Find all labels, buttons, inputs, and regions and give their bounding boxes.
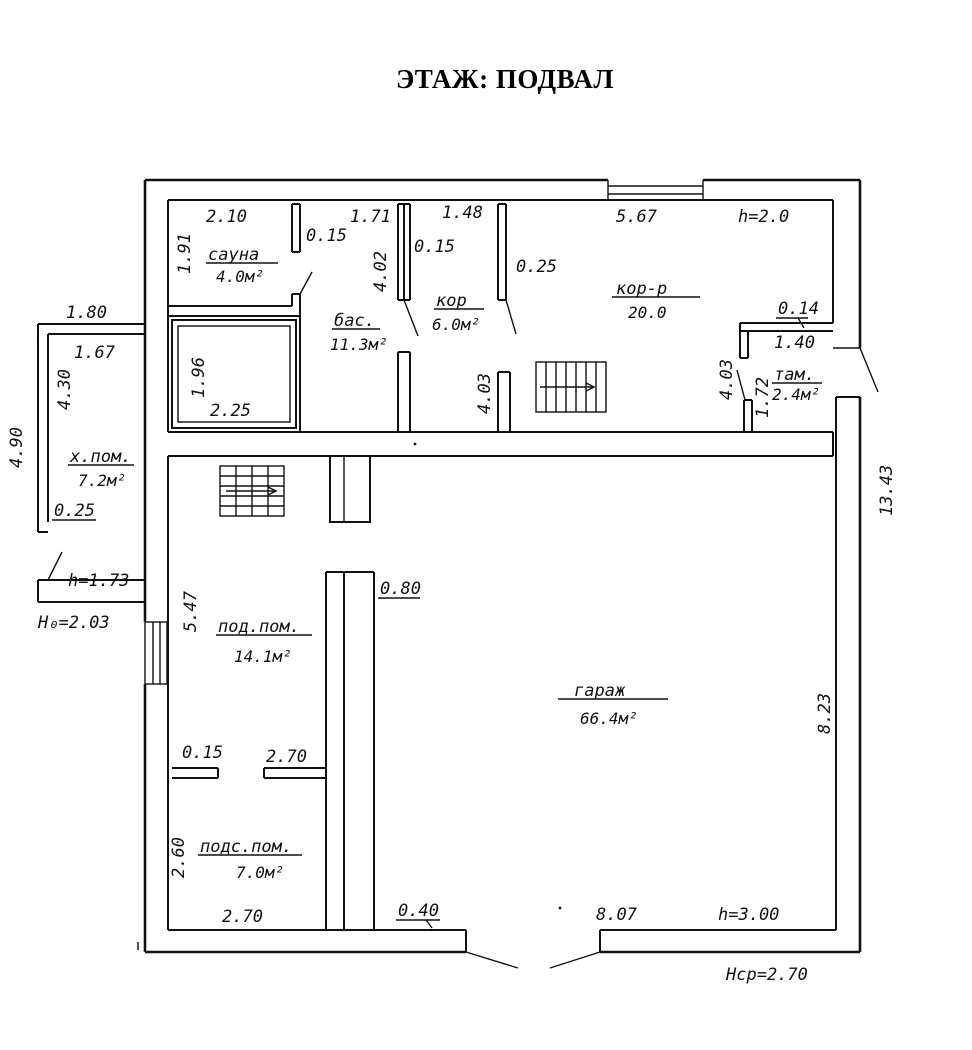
dim-h0-2-03: H₀=2.03 <box>37 613 110 633</box>
top-window <box>607 180 704 200</box>
room-area-utility: 7.0м² <box>236 863 284 882</box>
room-name-underground: под.пом. <box>218 617 300 637</box>
dim-h-3-00: h=3.00 <box>718 905 779 925</box>
dim-1-91: 1.91 <box>175 233 195 274</box>
dim-13-43: 13.43 <box>877 465 897 516</box>
dim-4-30: 4.30 <box>55 369 75 410</box>
dim-0-25a: 0.25 <box>516 257 557 277</box>
dim-2-70b: 2.70 <box>222 907 263 927</box>
dimension-labels: 2.10 1.91 0.15 1.71 4.02 0.15 1.48 0.25 … <box>7 203 897 985</box>
dim-5-67: 5.67 <box>616 207 658 227</box>
dim-2-10: 2.10 <box>206 207 247 227</box>
dim-4-03a: 4.03 <box>717 359 737 400</box>
room-area-storage: 7.2м² <box>78 471 126 490</box>
room-name-storage: х.пом. <box>69 447 131 467</box>
room-name-garage: гараж <box>574 681 626 701</box>
dim-0-40: 0.40 <box>398 901 439 921</box>
room-name-corridor: кор-р <box>616 279 667 299</box>
dim-1-71: 1.71 <box>350 207 391 227</box>
dim-2-25: 2.25 <box>210 401 251 421</box>
lower-partitions <box>172 455 375 930</box>
room-area-sauna: 4.0м² <box>216 267 264 286</box>
room-labels: сауна 4.0м² бас. 11.3м² кор 6.0м² кор-р … <box>68 245 822 882</box>
room-name-utility: подс.пом. <box>200 837 292 857</box>
room-area-vestibule: 2.4м² <box>772 385 820 404</box>
dim-8-07: 8.07 <box>596 905 638 925</box>
dim-0-15c: 0.15 <box>182 743 223 763</box>
room-name-sauna: сауна <box>208 245 259 265</box>
left-window <box>144 621 168 685</box>
dim-h-2-0: h=2.0 <box>738 207 789 227</box>
upper-stairs <box>535 361 607 413</box>
dim-1-48: 1.48 <box>442 203 483 223</box>
dim-4-03b: 4.03 <box>475 373 495 414</box>
room-area-corridor-small: 6.0м² <box>432 315 480 334</box>
room-name-pool: бас. <box>334 311 375 331</box>
room-area-corridor: 20.0 <box>628 303 667 322</box>
dim-8-23: 8.23 <box>815 693 835 734</box>
storage-annex <box>37 323 145 603</box>
dim-5-47: 5.47 <box>181 590 201 632</box>
room-area-pool: 11.3м² <box>330 335 388 354</box>
dim-1-40: 1.40 <box>774 333 815 353</box>
dim-hcp-2-70: Hср=2.70 <box>725 965 808 985</box>
dim-1-67: 1.67 <box>74 343 116 363</box>
room-area-garage: 66.4м² <box>580 709 638 728</box>
dim-h-1-73: h=1.73 <box>68 571 129 591</box>
dim-0-15a: 0.15 <box>306 226 347 246</box>
dim-1-80: 1.80 <box>66 303 107 323</box>
dim-1-72: 1.72 <box>753 377 773 418</box>
dim-2-70a: 2.70 <box>266 747 307 767</box>
dim-0-80: 0.80 <box>380 579 421 599</box>
dim-0-14: 0.14 <box>778 299 819 319</box>
dim-4-90: 4.90 <box>7 427 27 468</box>
upper-partitions <box>168 203 879 432</box>
room-name-corridor-small: кор <box>436 291 467 311</box>
page-title: ЭТАЖ: ПОДВАЛ <box>395 64 615 94</box>
dim-0-25b: 0.25 <box>54 501 95 521</box>
dim-0-15b: 0.15 <box>414 237 455 257</box>
room-name-vestibule: там. <box>774 365 815 385</box>
dim-4-02: 4.02 <box>371 251 391 292</box>
dim-1-96: 1.96 <box>189 357 209 398</box>
divider-wall <box>168 431 834 457</box>
dim-2-60: 2.60 <box>169 837 189 878</box>
room-area-underground: 14.1м² <box>234 647 292 666</box>
lower-stairs <box>219 465 285 517</box>
